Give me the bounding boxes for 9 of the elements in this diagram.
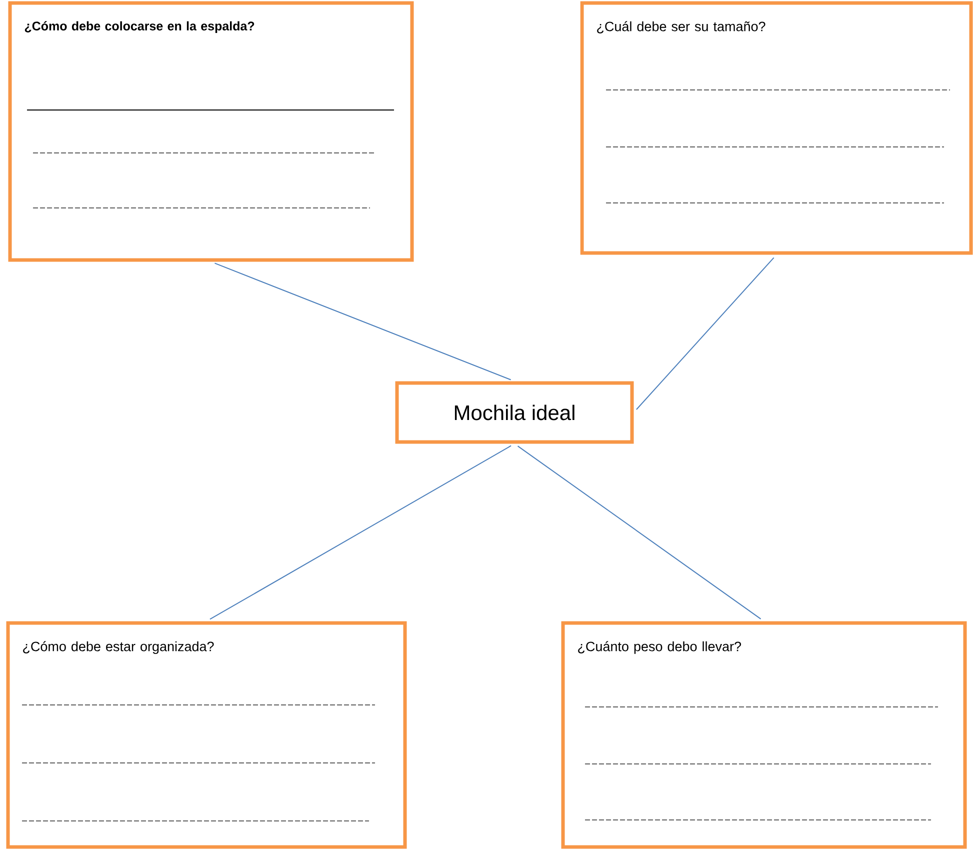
connector-line bbox=[209, 445, 512, 620]
topic-box: Mochila ideal bbox=[395, 381, 634, 444]
connector-line bbox=[636, 257, 774, 410]
question-box: ¿Cómo debe colocarse en la espalda? bbox=[8, 1, 414, 262]
connector-line bbox=[517, 446, 762, 620]
question-box: ¿Cómo debe estar organizada? bbox=[6, 621, 407, 849]
question-box: ¿Cuál debe ser su tamaño? bbox=[580, 1, 973, 255]
question-box: ¿Cuánto peso debo llevar? bbox=[561, 621, 967, 849]
connector-line bbox=[214, 262, 512, 380]
